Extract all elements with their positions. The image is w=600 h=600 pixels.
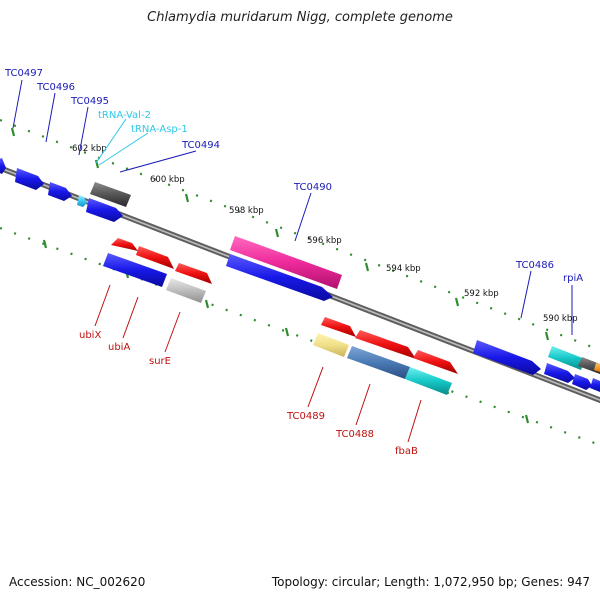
- feature-arrow-blue: [544, 363, 575, 383]
- feature-box-lightgrey: [166, 278, 206, 303]
- gene-label-tc0490: TC0490: [293, 182, 332, 193]
- feature-arrow-red: [175, 263, 212, 284]
- feature-arrow-blue: [0, 158, 6, 174]
- outer-tick-scale: [0, 118, 600, 352]
- kbp-label-602: 602 kbp: [72, 144, 107, 154]
- label-leaders: [12, 79, 573, 443]
- feature-arrow-red: [111, 238, 138, 251]
- feature-arrow-blue: [226, 254, 333, 301]
- gene-label-tc0496: TC0496: [36, 82, 75, 93]
- kbp-label-600: 600 kbp: [150, 175, 185, 185]
- feature-box-yellow: [313, 333, 349, 357]
- kbp-label-592: 592 kbp: [464, 289, 499, 299]
- feature-arrow-blue: [15, 168, 44, 190]
- feature-arrow-red: [413, 350, 458, 374]
- gene-label-sure: surE: [149, 356, 171, 367]
- kbp-label-596: 596 kbp: [307, 236, 342, 246]
- feature-arrow-blue: [572, 374, 592, 390]
- feature-arrow-blue: [48, 182, 72, 201]
- gene-label-tc0497: TC0497: [4, 68, 43, 79]
- feature-box-blue: [103, 253, 167, 287]
- kbp-label-594: 594 kbp: [386, 264, 421, 274]
- gene-label-ubia: ubiA: [108, 342, 130, 353]
- kbp-label-598: 598 kbp: [229, 206, 264, 216]
- gene-label-fbab: fbaB: [395, 446, 418, 457]
- feature-box-orange: [594, 363, 600, 372]
- feature-arrow-cyan: [77, 195, 87, 207]
- feature-box-steel: [347, 346, 410, 379]
- gene-label-trna-asp-1: tRNA-Asp-1: [131, 124, 188, 135]
- gene-label-ubix: ubiX: [79, 330, 101, 341]
- map-title: Chlamydia muridarum Nigg, complete genom…: [147, 10, 453, 25]
- feature-box-pink: [230, 236, 342, 289]
- accession-text: Accession: NC_002620: [9, 575, 146, 589]
- upper-labels: TC0497 TC0496 TC0495 tRNA-Val-2 tRNA-Asp…: [4, 68, 583, 284]
- gene-label-tc0494: TC0494: [181, 140, 220, 151]
- gene-label-rpia: rpiA: [563, 273, 583, 284]
- lower-labels: ubiX ubiA surE TC0489 TC0488 fbaB: [79, 330, 418, 457]
- feature-arrow-red: [355, 330, 416, 359]
- feature-box-darkgrey: [90, 182, 131, 207]
- feature-arrow-blue: [590, 378, 600, 392]
- feature-arrow-blue: [86, 198, 123, 222]
- kbp-label-590: 590 kbp: [543, 314, 578, 324]
- feature-box-teal: [548, 346, 585, 370]
- feature-box-teal: [405, 367, 452, 395]
- lower-features: [103, 238, 458, 395]
- upper-features: [0, 158, 600, 392]
- gene-label-tc0486: TC0486: [515, 260, 554, 271]
- gene-label-trna-val-2: tRNA-Val-2: [98, 110, 151, 121]
- gene-label-tc0488: TC0488: [335, 429, 374, 440]
- feature-arrow-blue: [473, 340, 541, 375]
- feature-arrow-red: [321, 317, 356, 337]
- gene-label-tc0489: TC0489: [286, 411, 325, 422]
- kbp-labels: 602 kbp 600 kbp 598 kbp 596 kbp 594 kbp …: [72, 144, 578, 324]
- feature-arrow-red: [136, 246, 174, 269]
- gene-label-tc0495: TC0495: [70, 96, 109, 107]
- genome-summary-text: Topology: circular; Length: 1,072,950 bp…: [271, 575, 590, 589]
